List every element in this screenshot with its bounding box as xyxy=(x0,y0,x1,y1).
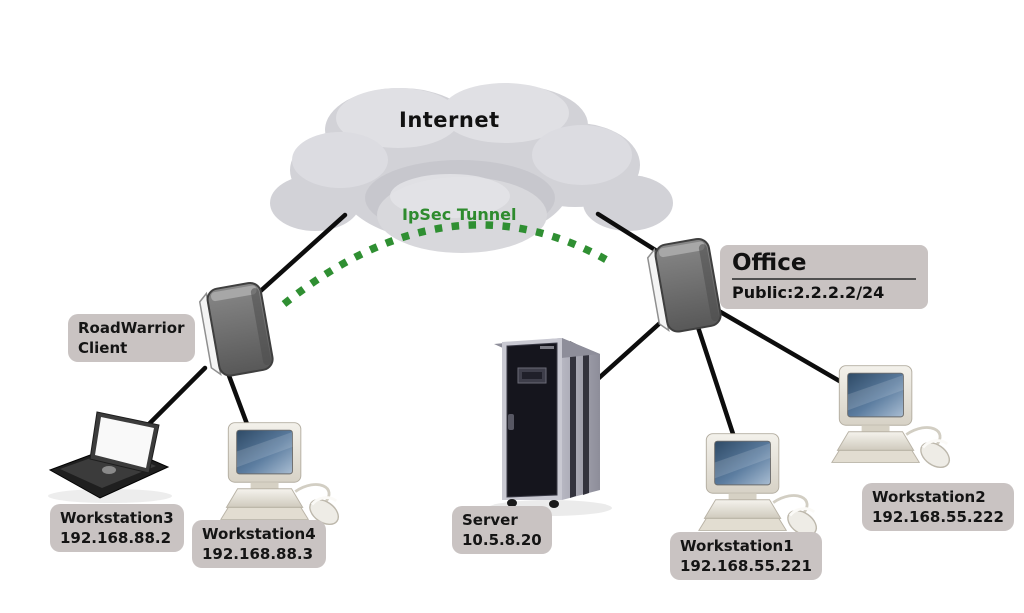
workstation2-label: Workstation2 192.168.55.222 xyxy=(862,483,1014,531)
office-title: Office xyxy=(732,250,807,276)
workstation1-name: Workstation1 xyxy=(680,537,794,555)
workstation1-icon xyxy=(697,432,823,542)
roadwarrior-client-label: RoadWarrior Client xyxy=(68,314,195,362)
workstation2-name: Workstation2 xyxy=(872,488,986,506)
server-icon xyxy=(488,338,612,516)
workstation1-ip: 192.168.55.221 xyxy=(680,557,812,575)
workstation3-name: Workstation3 xyxy=(60,509,174,527)
ipsec-tunnel-arc xyxy=(281,221,614,307)
ipsec-tunnel-label: IpSec Tunnel xyxy=(402,205,517,224)
server-door-handle xyxy=(508,414,514,430)
office-label: Office Public:2.2.2.2/24 xyxy=(720,245,928,309)
link-roadwarrior-workstation4 xyxy=(225,370,253,435)
workstation4-ip: 192.168.88.3 xyxy=(202,545,314,563)
server-side-panel xyxy=(562,338,600,500)
network-links xyxy=(142,211,858,443)
server-caster xyxy=(507,499,517,507)
server-door xyxy=(506,342,558,498)
workstation2-icon xyxy=(830,364,956,474)
workstation3-ip: 192.168.88.2 xyxy=(60,529,172,547)
link-office-workstation2 xyxy=(702,300,858,393)
workstation1-label: Workstation1 192.168.55.221 xyxy=(670,532,822,580)
server-ip: 10.5.8.20 xyxy=(462,531,542,549)
link-roadwarrior-workstation3 xyxy=(142,365,208,431)
server-name: Server xyxy=(462,511,518,529)
laptop-icon xyxy=(48,411,172,503)
link-office-workstation1 xyxy=(692,315,738,443)
laptop-touchpad xyxy=(102,466,116,474)
workstation4-label: Workstation4 192.168.88.3 xyxy=(192,520,326,568)
internet-label: Internet xyxy=(399,108,500,132)
office-divider xyxy=(732,278,916,280)
laptop-screen xyxy=(95,417,154,468)
server-label: Server 10.5.8.20 xyxy=(452,506,552,554)
workstation4-icon xyxy=(219,421,345,531)
roadwarrior-router-icon xyxy=(197,280,276,380)
server-caster xyxy=(549,500,559,508)
roadwarrior-label-line1: RoadWarrior xyxy=(78,319,185,337)
office-public-subnet: Public:2.2.2.2/24 xyxy=(732,283,885,302)
workstation2-ip: 192.168.55.222 xyxy=(872,508,1004,526)
link-cloud-roadwarrior xyxy=(242,212,348,308)
roadwarrior-label-line2: Client xyxy=(78,339,128,357)
workstation4-name: Workstation4 xyxy=(202,525,316,543)
office-router-icon xyxy=(645,236,724,336)
workstation3-label: Workstation3 192.168.88.2 xyxy=(50,504,184,552)
